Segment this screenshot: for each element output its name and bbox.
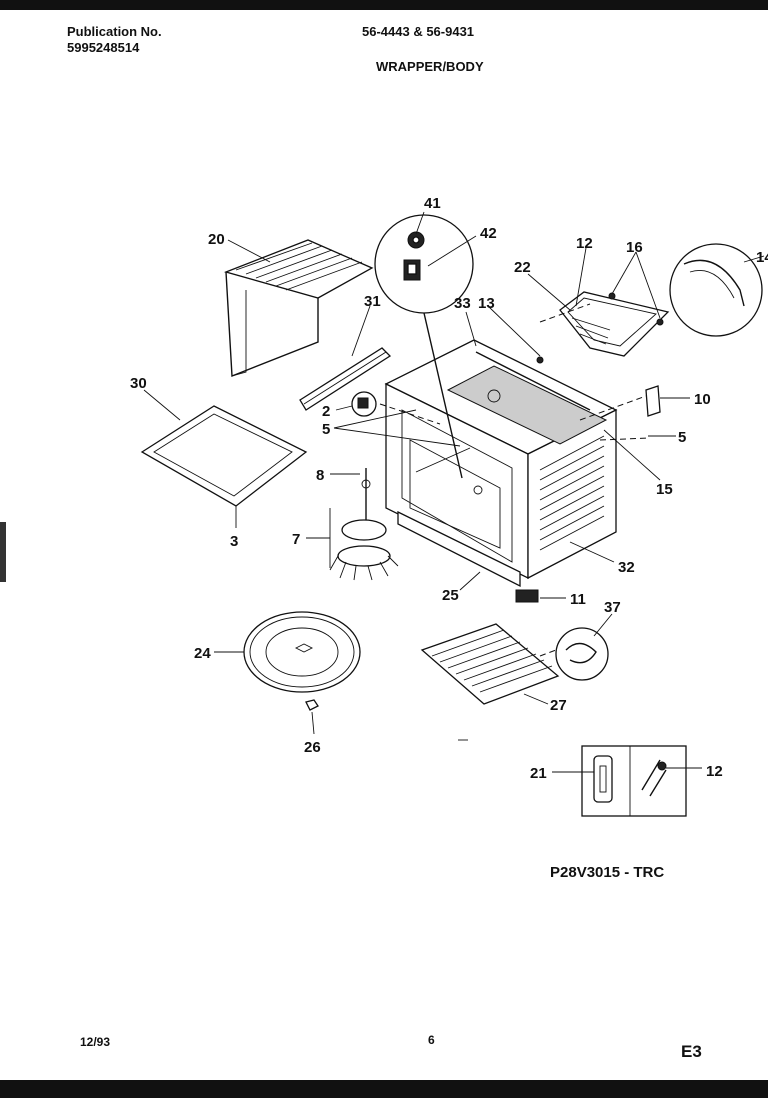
label-8: 8 xyxy=(316,467,324,484)
label-7: 7 xyxy=(292,531,300,548)
part-26-coupler xyxy=(305,699,319,711)
label-12-inset: 12 xyxy=(706,763,723,780)
label-12: 12 xyxy=(576,235,593,252)
part-30-tray xyxy=(140,405,308,514)
label-41: 41 xyxy=(424,195,441,212)
scan-edge-mark xyxy=(0,522,6,582)
footer-date: 12/93 xyxy=(80,1035,111,1049)
part-10-bracket xyxy=(579,385,661,421)
label-25: 25 xyxy=(442,587,459,604)
label-33: 33 xyxy=(454,295,471,312)
leader-lines xyxy=(143,239,765,773)
bottom-border xyxy=(0,1080,768,1098)
label-37: 37 xyxy=(604,599,621,616)
footer-page-number: 6 xyxy=(428,1033,435,1047)
label-10: 10 xyxy=(694,391,711,408)
label-11: 11 xyxy=(570,591,586,608)
inset-box-21-12 xyxy=(581,745,687,817)
label-2: 2 xyxy=(322,403,330,420)
diagram-code: P28V3015 - TRC xyxy=(550,864,665,881)
label-42: 42 xyxy=(480,225,497,242)
label-13: 13 xyxy=(478,295,495,312)
detail-circle-14 xyxy=(669,243,763,337)
label-21: 21 xyxy=(530,765,547,782)
label-20: 20 xyxy=(208,231,225,248)
label-26: 26 xyxy=(304,739,321,756)
detail-circle-37 xyxy=(555,627,609,681)
part-number-labels: 41 42 20 31 33 13 12 16 14 22 30 2 5 10 … xyxy=(130,195,768,782)
footer-code: E3 xyxy=(681,1042,702,1061)
publication-label: Publication No. xyxy=(67,24,162,39)
part-20-top-panel xyxy=(223,239,374,378)
label-5-left: 5 xyxy=(322,421,330,438)
label-31: 31 xyxy=(364,293,381,310)
label-30: 30 xyxy=(130,375,147,392)
publication-number: 5995248514 xyxy=(67,40,140,55)
label-15: 15 xyxy=(656,481,673,498)
label-14: 14 xyxy=(756,249,768,266)
guide-lines xyxy=(379,403,651,657)
label-27: 27 xyxy=(550,697,567,714)
part-11-switch xyxy=(515,589,539,603)
part-2-detail xyxy=(351,391,377,417)
label-5-right: 5 xyxy=(678,429,686,446)
part-31-rail xyxy=(299,347,392,411)
section-title: WRAPPER/BODY xyxy=(376,59,484,74)
label-32: 32 xyxy=(618,559,635,576)
main-cabinet-body xyxy=(384,339,618,588)
top-border xyxy=(0,0,768,10)
label-3: 3 xyxy=(230,533,238,550)
part-27-rack xyxy=(420,623,560,705)
label-22: 22 xyxy=(514,259,531,276)
detail-circle-41-42 xyxy=(374,211,477,479)
part-22-door xyxy=(539,291,670,357)
label-24: 24 xyxy=(194,645,211,662)
part-24-turntable xyxy=(243,611,361,693)
part-8-7-stirrer xyxy=(329,468,399,581)
label-16: 16 xyxy=(626,239,643,256)
model-numbers: 56-4443 & 56-9431 xyxy=(362,24,475,39)
